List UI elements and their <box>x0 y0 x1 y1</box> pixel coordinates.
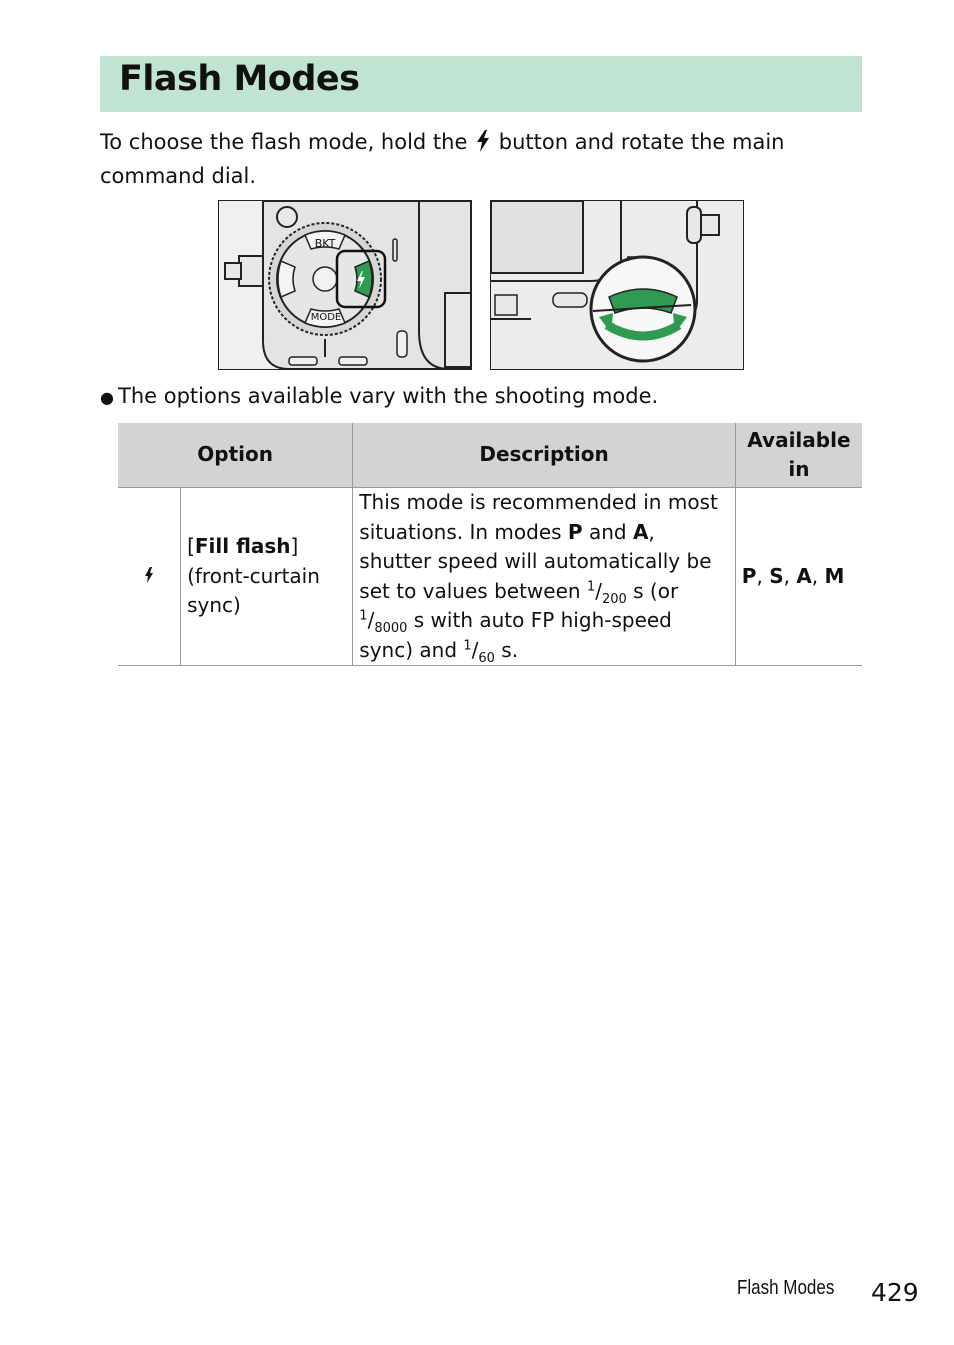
desc-text: , shutter speed will automatically be se… <box>359 519 712 603</box>
fraction-denominator: 200 <box>601 591 627 607</box>
bullet-text: The options available vary with the shoo… <box>118 384 659 408</box>
separator: , <box>756 563 770 588</box>
fraction-numerator: 1 <box>463 637 472 653</box>
separator: , <box>783 563 797 588</box>
mode-s: S <box>769 563 784 588</box>
bkt-label: BKT <box>315 237 336 250</box>
mode-p: P <box>567 519 583 544</box>
desc-text: s with auto FP high-speed sync) and <box>359 608 672 662</box>
header-available: Available in <box>734 423 862 488</box>
separator: , <box>811 563 825 588</box>
mode-p: P <box>741 563 757 588</box>
page-title: Flash Modes <box>119 59 360 99</box>
desc-text: and <box>582 519 633 544</box>
intro-text-end: button and rotate the main command dial. <box>100 130 785 188</box>
option-bracket-open: [ <box>187 534 195 559</box>
fraction-denominator: 8000 <box>374 621 408 636</box>
header-description: Description <box>352 423 736 488</box>
fraction-denominator: 60 <box>478 650 495 666</box>
option-subtitle: (front-curtain sync) <box>187 563 320 618</box>
footer-section-label: Flash Modes <box>737 1277 835 1299</box>
option-bracket-close: ] <box>290 534 299 559</box>
desc-text: s (or <box>626 578 679 603</box>
mode-a: A <box>632 519 649 544</box>
row-available-cell: P, S, A, M <box>734 487 862 666</box>
command-dial-illustration <box>490 200 744 370</box>
bullet-dot-icon: ● <box>100 388 114 407</box>
desc-text: s. <box>494 637 519 662</box>
intro-text-start: To choose the flash mode, hold the <box>100 130 468 154</box>
row-icon-cell <box>118 487 181 666</box>
mode-a: A <box>796 563 812 588</box>
option-name: Fill flash <box>194 534 291 559</box>
mode-label: MODE <box>311 312 342 323</box>
bullet-note: ●The options available vary with the sho… <box>100 381 658 413</box>
flash-mode-table: Option Description Available in [Fill fl… <box>118 423 862 666</box>
page-number: 429 <box>871 1278 919 1307</box>
fraction-numerator: 1 <box>586 578 596 594</box>
camera-back-illustration: BKT MODE <box>218 200 472 370</box>
fraction-numerator: 1 <box>359 608 368 624</box>
row-description-cell: This mode is recommended in most situati… <box>352 487 736 666</box>
row-option-cell: [Fill flash] (front-curtain sync) <box>180 487 353 666</box>
flash-bolt-icon <box>144 564 154 588</box>
flash-bolt-icon <box>476 130 490 161</box>
intro-paragraph: To choose the flash mode, hold the butto… <box>100 127 840 192</box>
table-header-row: Option Description Available in <box>118 423 862 488</box>
desc-text: This mode is recommended in most situati… <box>359 490 718 544</box>
header-option: Option <box>118 423 353 488</box>
mode-m: M <box>824 563 845 588</box>
table-row: [Fill flash] (front-curtain sync) This mo… <box>118 487 862 666</box>
title-bar: Flash Modes <box>100 56 862 112</box>
